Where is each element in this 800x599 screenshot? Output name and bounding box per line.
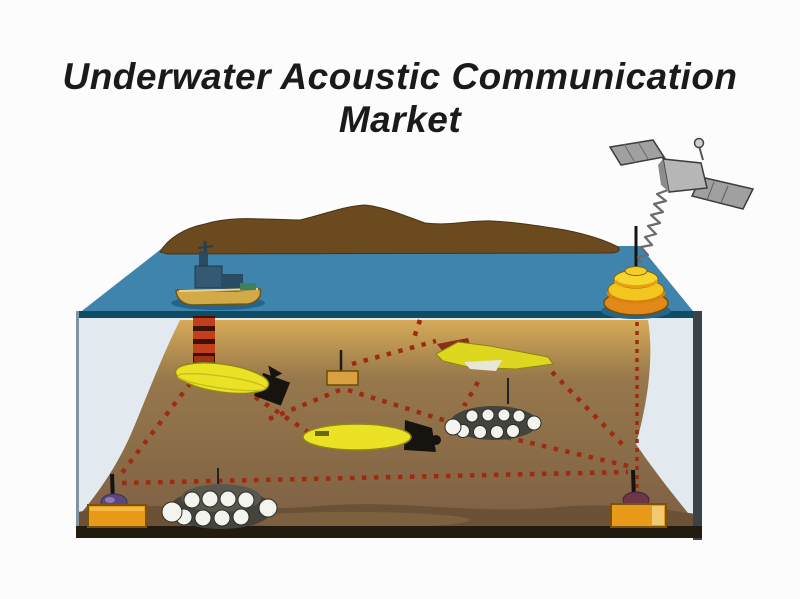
satellite-link-coil (636, 188, 669, 264)
auv-tail-fin (404, 420, 436, 452)
seabed-node-dome-highlight (105, 497, 115, 503)
seabed-node-mid-box (326, 370, 359, 386)
sensor-sphere (444, 418, 462, 436)
ship-tether-rung (193, 331, 215, 339)
ship-tether-rung (193, 344, 215, 353)
acoustic-link-line (351, 338, 437, 367)
auv-hull-seam (177, 372, 266, 392)
sensor-sphere (232, 508, 250, 526)
glider-underwing (464, 360, 502, 371)
ship-tether (193, 316, 215, 363)
seafloor-dune-highlight (230, 512, 470, 528)
acoustic-link-line (121, 469, 629, 486)
sensor-cluster-spheres (161, 490, 278, 527)
buoy-stripe (606, 291, 666, 304)
sensor-sphere (219, 490, 237, 508)
acoustic-link-line (550, 370, 626, 448)
sensor-sphere (213, 509, 231, 527)
satellite-body (662, 158, 708, 193)
auv-torpedo-center (302, 420, 441, 452)
ship-stern-gear (240, 283, 256, 290)
sensor-sphere (506, 424, 520, 438)
page-title-line-2: Market (338, 98, 462, 140)
auv-propeller (431, 435, 441, 445)
sensor-sphere (194, 509, 212, 527)
surface-ship (171, 240, 265, 310)
seabed-node-right (610, 469, 667, 528)
buoy-cap (624, 266, 648, 276)
tank-left-border (76, 311, 79, 538)
tank-bottom-border (76, 526, 702, 538)
underwater-glider (435, 338, 554, 371)
ship-hull (175, 288, 262, 306)
ship-mast-spar (197, 245, 214, 249)
satellite (608, 137, 755, 210)
sensor-sphere (237, 491, 255, 509)
sensor-sphere (258, 498, 278, 518)
shoreline-landmass (159, 204, 620, 255)
seabed-node-box-end (652, 506, 664, 525)
auv-hull-marking (315, 431, 329, 436)
seabed-node-left (87, 473, 147, 528)
satellite-body-shade (658, 159, 669, 192)
solar-panel-grid-line (706, 181, 715, 201)
sensor-sphere (526, 415, 542, 431)
seabed-sensor-cluster-right (444, 378, 542, 440)
auv-hull (174, 362, 270, 395)
ship-tether-rung-fade (194, 356, 214, 362)
solar-panel-grid-line (720, 185, 729, 204)
satellite-antenna-mast (698, 145, 704, 161)
auv-torpedo-left (174, 362, 291, 406)
acoustic-link-line (203, 362, 310, 434)
solar-panel-grid-line (623, 143, 635, 162)
ship-funnel (199, 251, 208, 268)
tank-right-border (693, 311, 702, 540)
sensor-sphere (497, 408, 511, 422)
waterline-front-edge (76, 311, 699, 318)
ship-cabin-aft (221, 274, 243, 289)
sensor-sphere (481, 408, 495, 422)
auv-tail-fin (268, 365, 283, 380)
surface-buoy (601, 226, 671, 319)
page-title: Underwater Acoustic Communication Market (0, 56, 800, 142)
sensor-sphere (512, 409, 526, 423)
sensor-sphere (183, 491, 201, 509)
acoustic-link-line (263, 387, 341, 424)
solar-panel-left (608, 139, 666, 166)
sensor-cluster-spheres (444, 408, 542, 439)
seabed-node-box-highlight (90, 507, 144, 511)
buoy-stripe (613, 279, 659, 289)
seabed-sensor-cluster-left (161, 468, 278, 529)
auv-hull (302, 423, 412, 451)
auv-tail (404, 420, 441, 452)
sensor-sphere (490, 425, 504, 439)
sensor-sphere (161, 501, 183, 523)
seabed-node-mid (326, 350, 359, 386)
page-title-line-1: Underwater Acoustic Communication (62, 56, 738, 97)
sensor-sphere (473, 425, 487, 439)
acoustic-link-line (462, 380, 480, 408)
sensor-sphere (201, 490, 219, 508)
acoustic-link-line (479, 428, 629, 469)
sensor-sphere (465, 409, 479, 423)
ship-cabin (194, 265, 223, 289)
acoustic-link-line (411, 319, 423, 339)
satellite-dish (693, 137, 705, 149)
solar-panel-grid-line (637, 141, 649, 160)
acoustic-link-network (116, 319, 639, 490)
ship-tether-rung (193, 318, 215, 326)
